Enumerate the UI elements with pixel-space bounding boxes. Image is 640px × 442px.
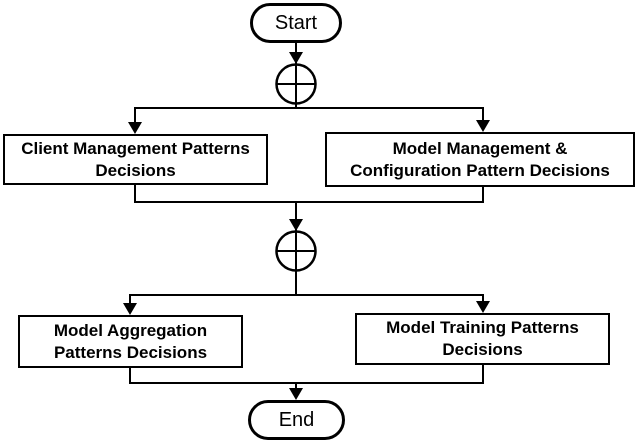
node-label-line: Model Aggregation (53, 320, 208, 340)
edge-fork2-split (123, 294, 490, 315)
start-node: Start (250, 3, 342, 43)
end-label: End (278, 408, 315, 431)
edge-start-to-fork1 (289, 43, 303, 108)
node-label-line: Model Management & (392, 138, 568, 158)
node-label-line: Model Training Patterns (386, 318, 579, 338)
edge-fork1-split (128, 107, 490, 134)
edge-upper-join (134, 185, 484, 203)
node-label-line: Decisions (95, 160, 176, 180)
node-model-aggregation-patterns-decisions: Model Aggregation Patterns Decisions (18, 315, 243, 368)
end-node: End (248, 400, 345, 440)
parallel-gateway-join-icon (275, 230, 317, 272)
node-label-line: Configuration Pattern Decisions (350, 160, 610, 180)
edge-lower-join (129, 365, 484, 384)
node-model-management-configuration-pattern-decisions: Model Management & Configuration Pattern… (325, 132, 635, 187)
edge-join-to-end (289, 383, 303, 400)
start-label: Start (274, 11, 318, 34)
node-label-line: Client Management Patterns (21, 138, 250, 158)
edge-join-to-fork2 (289, 202, 303, 295)
node-client-management-patterns-decisions: Client Management Patterns Decisions (3, 134, 268, 185)
node-label-line: Decisions (442, 340, 523, 359)
node-model-training-patterns-decisions: Model Training Patterns Decisions (355, 313, 610, 365)
node-label-line: Patterns Decisions (53, 342, 208, 362)
parallel-gateway-fork-icon (275, 63, 317, 105)
